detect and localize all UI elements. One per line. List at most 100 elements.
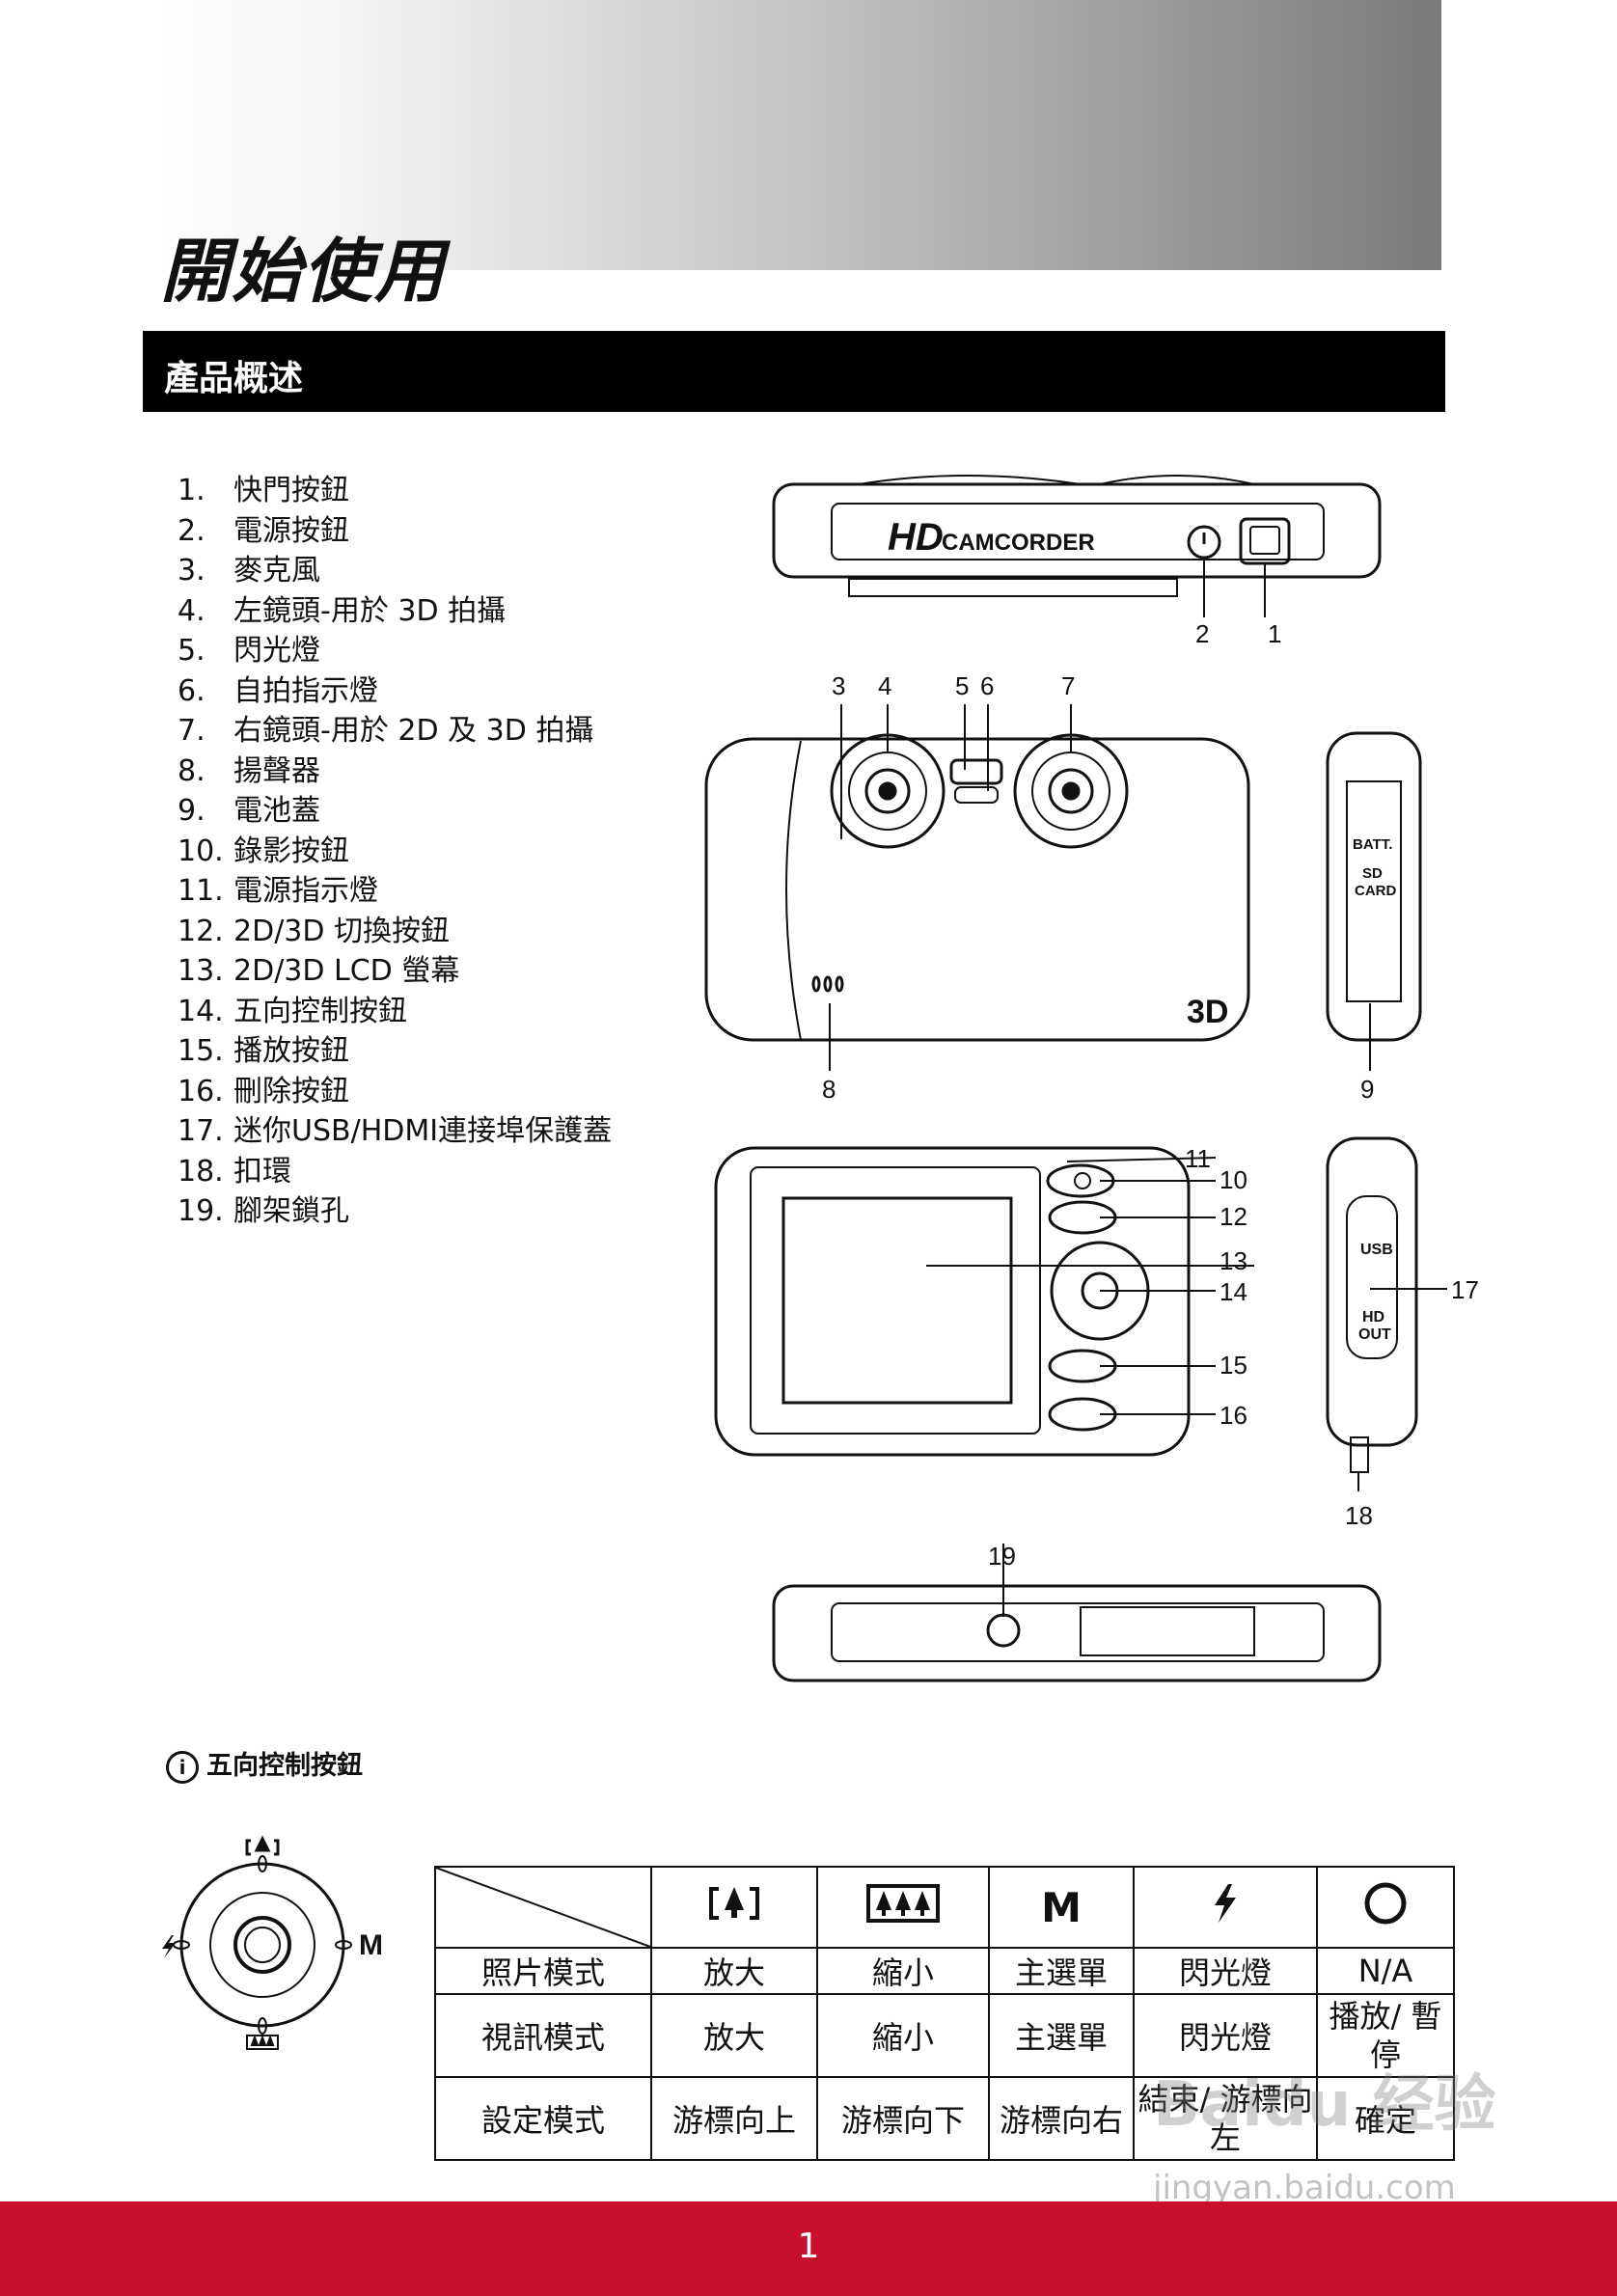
camera-side-view-usb — [1326, 1136, 1418, 1447]
list-item: 12.2D/3D 切換按鈕 — [178, 914, 451, 948]
table-cell: 主選單 — [988, 1993, 1135, 2078]
list-item: 7.右鏡頭-用於 2D 及 3D 拍攝 — [178, 714, 594, 748]
list-item: 19.腳架鎖孔 — [178, 1194, 349, 1228]
callout-13: 13 — [1220, 1246, 1247, 1275]
table-cell: 播放/ 暫停 — [1316, 1993, 1455, 2078]
zoom-out-icon — [866, 1884, 940, 1923]
ok-circle-icon — [1364, 1882, 1407, 1925]
list-item: 10.錄影按鈕 — [178, 834, 349, 868]
zoom-in-icon — [709, 1887, 759, 1920]
control-table: M 照片模式 放大 縮小 主選單 閃光燈 N/A 視訊模式 放大 縮小 主選單 … — [434, 1866, 1455, 2161]
callout-11: 11 — [1185, 1144, 1211, 1173]
watermark-logo: Baidu 经验 — [1153, 2069, 1496, 2141]
list-item: 3.麥克風 — [178, 554, 320, 588]
3d-badge: 3D — [1187, 994, 1228, 1030]
table-header-ok — [1316, 1866, 1455, 1949]
callout-15: 15 — [1220, 1351, 1247, 1380]
camera-back-view — [714, 1146, 1191, 1457]
list-item: 1.快門按鈕 — [178, 474, 349, 507]
batt-label: BATT. — [1353, 836, 1392, 853]
table-cell: 游標向右 — [988, 2076, 1135, 2161]
table-cell: 閃光燈 — [1133, 1947, 1318, 1995]
callout-2: 2 — [1195, 619, 1209, 648]
callout-3: 3 — [832, 671, 845, 700]
table-row: 設定模式 游標向上 游標向下 游標向右 結束/ 游標向左 確定 — [434, 2076, 1455, 2161]
zoom-out-icon — [246, 2035, 279, 2050]
list-item: 16.刪除按鈕 — [178, 1074, 349, 1108]
section-title: 產品概述 — [164, 359, 304, 398]
table-cell: 放大 — [650, 1993, 818, 2078]
callout-5: 5 — [955, 671, 969, 700]
footer-bar: 1 — [0, 2201, 1617, 2296]
table-cell: 結束/ 游標向左 — [1133, 2076, 1318, 2161]
mode-cell: 設定模式 — [434, 2076, 652, 2161]
hd-out-label-2: OUT — [1358, 1326, 1391, 1343]
table-cell: 縮小 — [816, 1947, 990, 1995]
mode-cell: 視訊模式 — [434, 1993, 652, 2078]
five-way-pad-diagram: M — [162, 1835, 383, 2050]
table-cell: 縮小 — [816, 1993, 990, 2078]
table-header-left — [1133, 1866, 1318, 1949]
callout-12: 12 — [1220, 1202, 1247, 1231]
camera-side-view — [1326, 731, 1422, 1042]
hd-out-label-1: HD — [1362, 1309, 1384, 1326]
list-item: 13.2D/3D LCD 螢幕 — [178, 954, 460, 988]
list-item: 15.播放按鈕 — [178, 1034, 349, 1068]
callout-18: 18 — [1345, 1501, 1373, 1530]
table-row: 視訊模式 放大 縮小 主選單 閃光燈 播放/ 暫停 — [434, 1993, 1455, 2078]
watermark-url: jingyan.baidu.com — [1153, 2169, 1456, 2207]
table-header-up — [650, 1866, 818, 1949]
table-cell: N/A — [1316, 1947, 1455, 1995]
camera-bottom-view — [772, 1584, 1382, 1682]
section-header: 產品概述 — [143, 331, 1445, 412]
camcorder-label: CAMCORDER — [942, 530, 1095, 556]
callout-14: 14 — [1220, 1277, 1247, 1306]
callout-6: 6 — [980, 671, 994, 700]
flash-icon — [162, 1935, 176, 1958]
table-header-down — [816, 1866, 990, 1949]
info-icon: i — [166, 1750, 199, 1784]
table-cell: 閃光燈 — [1133, 1993, 1318, 2078]
callout-8: 8 — [822, 1075, 836, 1104]
table-cell: 確定 — [1316, 2076, 1455, 2161]
list-item: 18.扣環 — [178, 1154, 291, 1189]
usb-label: USB — [1360, 1242, 1393, 1258]
hd-logo: HD — [888, 516, 944, 559]
list-item: 5.閃光燈 — [178, 634, 320, 668]
header-gradient — [160, 0, 1441, 270]
table-cell: 放大 — [650, 1947, 818, 1995]
table-cell: 主選單 — [988, 1947, 1135, 1995]
page-number: 1 — [797, 2227, 820, 2266]
lcd-screen — [781, 1196, 1013, 1405]
table-cell: 游標向上 — [650, 2076, 818, 2161]
table-header-right: M — [988, 1866, 1135, 1949]
table-corner-cell — [434, 1866, 652, 1949]
list-item: 6.自拍指示燈 — [178, 673, 378, 708]
camera-diagram: HD CAMCORDER 3D BATT. SD CARD USB HD OUT… — [704, 475, 1479, 1682]
callout-7: 7 — [1061, 671, 1075, 700]
flash-icon — [1215, 1884, 1236, 1923]
callout-1: 1 — [1268, 619, 1281, 648]
list-item: 4.左鏡頭-用於 3D 拍攝 — [178, 593, 507, 628]
card-label: CARD — [1355, 883, 1396, 899]
list-item: 8.揚聲器 — [178, 753, 320, 788]
table-header-row: M — [434, 1866, 1455, 1949]
list-item: 2.電源按鈕 — [178, 513, 349, 548]
list-item: 14.五向控制按鈕 — [178, 994, 407, 1028]
menu-m-label: M — [359, 1929, 383, 1961]
note-title-text: 五向控制按鈕 — [206, 1751, 363, 1781]
shutter-button-icon — [1239, 517, 1291, 565]
mode-cell: 照片模式 — [434, 1947, 652, 1995]
table-cell: 游標向下 — [816, 2076, 990, 2161]
callout-10: 10 — [1220, 1165, 1247, 1194]
callout-9: 9 — [1360, 1075, 1374, 1104]
page-title: 開始使用 — [160, 231, 447, 312]
table-row: 照片模式 放大 縮小 主選單 閃光燈 N/A — [434, 1947, 1455, 1995]
list-item: 11.電源指示燈 — [178, 874, 378, 908]
tripod-hole-icon — [986, 1613, 1021, 1648]
callout-4: 4 — [878, 671, 891, 700]
list-item: 17.迷你USB/HDMI連接埠保護蓋 — [178, 1114, 613, 1148]
callout-17: 17 — [1451, 1275, 1479, 1304]
camera-front-view — [704, 737, 1250, 1042]
